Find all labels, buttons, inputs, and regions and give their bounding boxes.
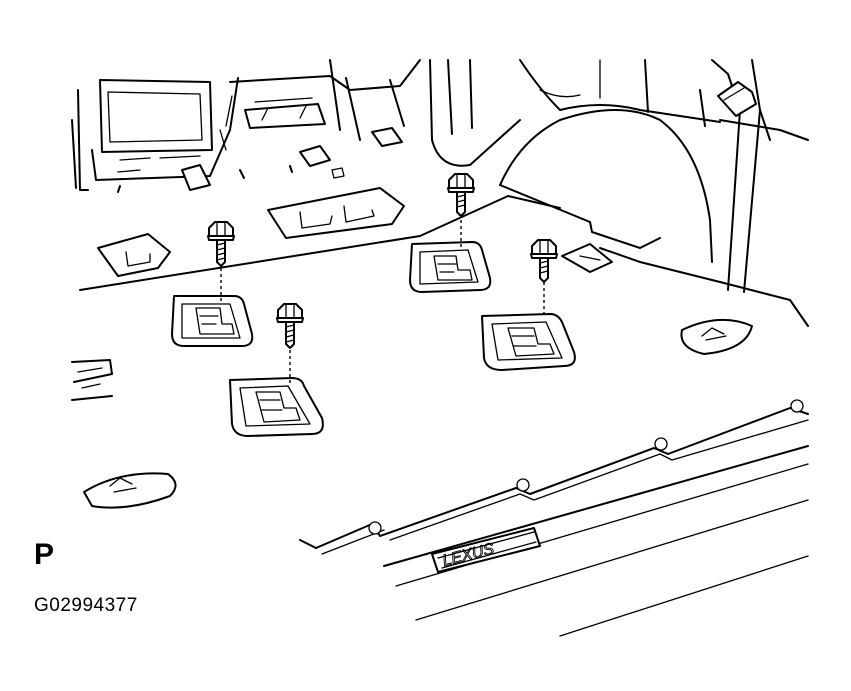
cargo-floor — [71, 195, 809, 401]
view-label: P — [34, 538, 55, 571]
deck-board-edge: LEXUS — [299, 399, 809, 637]
bolt-icon — [207, 221, 235, 267]
bolt-icon — [447, 173, 475, 217]
rear-seatback-structure — [71, 59, 421, 193]
bolt-icon — [276, 303, 304, 349]
seatbelt — [711, 59, 761, 293]
cargo-hook-icon — [409, 241, 492, 293]
installation-guides — [220, 214, 545, 386]
cargo-hook-icon — [481, 313, 576, 371]
floor-recess-rear — [97, 187, 613, 277]
tie-down-cover-left — [83, 472, 177, 509]
cargo-hook-icon — [171, 295, 254, 347]
tie-down-cover-right — [680, 318, 753, 355]
cargo-hook-icon — [229, 377, 324, 437]
figure-code: G02994377 — [34, 595, 138, 616]
bolt-icon — [530, 239, 558, 283]
